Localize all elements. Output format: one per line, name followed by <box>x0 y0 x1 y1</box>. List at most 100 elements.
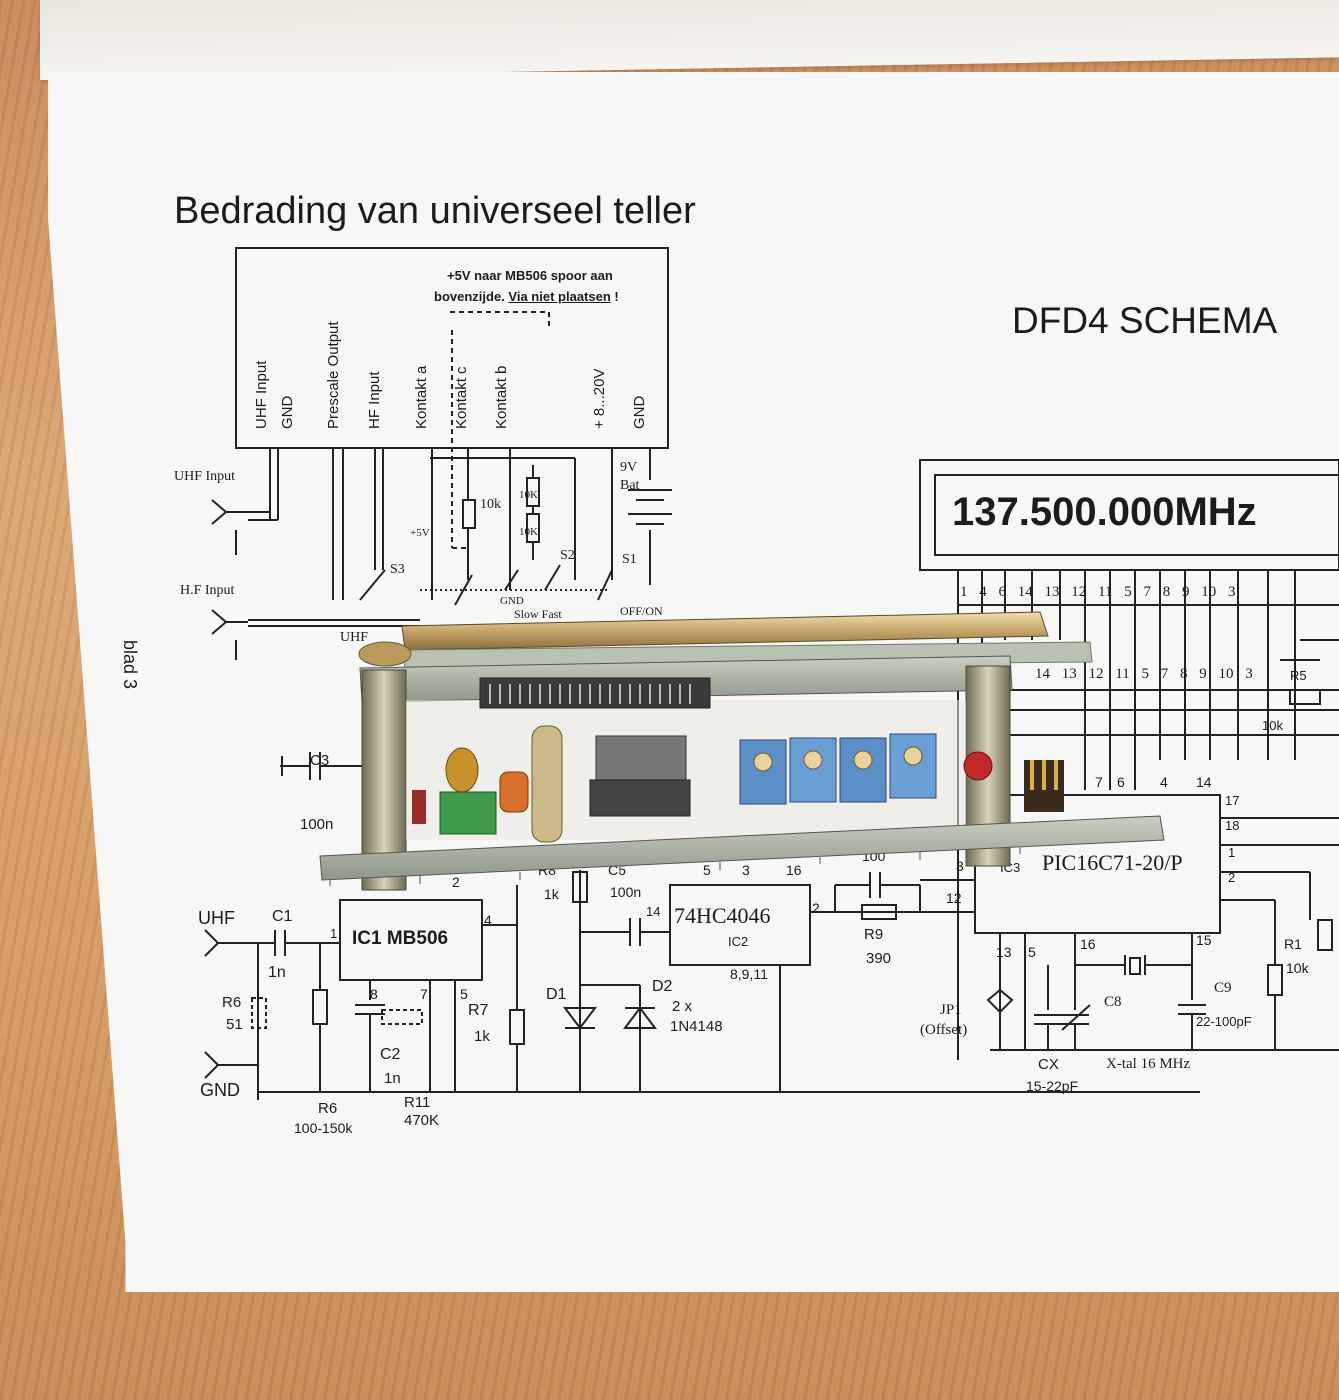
pin-label: 14 <box>646 904 661 919</box>
pin-label: 5 <box>460 986 468 1002</box>
pin: 5 <box>1141 666 1149 682</box>
pin: 3 <box>1227 584 1236 600</box>
d2-type: 1N4148 <box>670 1018 723 1035</box>
r6a-value: 51 <box>226 1016 243 1033</box>
r1-label: R1 <box>1284 936 1302 952</box>
c2-label: C2 <box>380 1046 401 1063</box>
schema-title: DFD4 SCHEMA <box>1012 300 1278 341</box>
c2-value: 1n <box>384 1070 401 1087</box>
pin: 10 <box>1201 584 1217 600</box>
c9-value: 22-100pF <box>1196 1014 1252 1029</box>
battery-9v-label: 9V <box>620 460 638 475</box>
pin-label: 7 <box>420 986 428 1002</box>
pin: 11 <box>1115 666 1130 682</box>
r5-label: R5 <box>1290 668 1307 683</box>
page-title: Bedrading van universeel teller <box>174 190 696 232</box>
c1-label: C1 <box>272 908 293 925</box>
pin-label: 4 <box>484 912 492 928</box>
uhf-label: UHF <box>198 908 235 928</box>
pin-label: 3 <box>956 858 964 874</box>
r10k-a-label: 10K <box>519 489 538 501</box>
display-frame <box>919 459 1339 571</box>
pin: 10 <box>1218 666 1234 682</box>
r1-value: 10k <box>1286 960 1309 976</box>
r10k-label: 10k <box>480 497 501 512</box>
c3-label: C3 <box>310 752 330 769</box>
s1-label: S1 <box>622 552 637 567</box>
d1-label: D1 <box>546 986 567 1003</box>
d2-label: D2 <box>652 978 673 995</box>
pin: 9 <box>1199 666 1207 682</box>
r9-label: R9 <box>864 926 884 943</box>
pin: 11 <box>1098 584 1113 600</box>
xtal-label: X-tal 16 MHz <box>1106 1056 1191 1072</box>
plus5v-label: +5V <box>410 527 430 539</box>
pin: 8 <box>1179 666 1188 682</box>
c9-label: C9 <box>1214 980 1232 996</box>
c3-value: 100n <box>300 816 334 833</box>
pin-label: 13 <box>996 944 1012 960</box>
pin-label: 14 <box>1196 774 1212 790</box>
pin: 6 <box>998 584 1007 600</box>
frequency-display: 137.500.000MHz <box>952 490 1257 534</box>
pin: 7 <box>1143 584 1151 600</box>
pin-label: 2 <box>452 874 460 890</box>
hf-input-label: H.F Input <box>180 583 235 598</box>
pin-label: 5 <box>1028 944 1036 960</box>
cx-label: CX <box>1038 1056 1059 1073</box>
pin-label: 1 <box>1228 845 1236 860</box>
gnd-switch-label: GND <box>500 595 524 607</box>
pin: 9 <box>1181 584 1190 600</box>
r9-value: 390 <box>866 950 892 967</box>
battery-bat-label: Bat <box>620 478 640 493</box>
pin: 3 <box>1245 666 1253 682</box>
note-line-2-underlined: Via niet plaatsen <box>508 289 611 304</box>
uhf-input-label: UHF Input <box>174 469 236 484</box>
r8-value: 1k <box>544 886 559 902</box>
c1-value: 1n <box>268 964 286 981</box>
s3-label: S3 <box>390 562 405 577</box>
pin: 12 <box>1071 584 1087 600</box>
ic2-box <box>669 884 811 966</box>
off-on-label: OFF/ON <box>620 604 663 618</box>
gnd-label: GND <box>200 1080 240 1100</box>
r6b-value: 100-150k <box>294 1120 353 1136</box>
pin: 4 <box>979 584 987 600</box>
pin-row-2: 14 13 12 11 5 7 8 9 10 3 <box>1035 666 1253 683</box>
pin: 12 <box>1088 666 1104 682</box>
cx-value: 15-22pF <box>1026 1078 1079 1094</box>
c8-label: C8 <box>1104 994 1122 1010</box>
pin: 13 <box>1061 666 1077 682</box>
ic1-box <box>339 899 483 981</box>
pin: 14 <box>1017 584 1033 600</box>
note-line-2: bovenzijde. Via niet plaatsen ! <box>434 289 619 304</box>
ic2-designator: IC2 <box>728 934 749 949</box>
ic3-label: PIC16C71-20/P <box>1042 850 1183 875</box>
pin-label: 6 <box>1117 774 1125 790</box>
r6a-label: R6 <box>222 994 242 1011</box>
uhf-short-label: UHF <box>340 630 369 645</box>
ic2-label: 74HC4046 <box>674 903 771 928</box>
pin-label: 15 <box>1196 932 1212 948</box>
note-line-2-end: ! <box>614 289 619 304</box>
pin-label: 8 <box>370 986 378 1002</box>
pin-label: 17 <box>1225 793 1240 808</box>
r5-value: 10k <box>1262 718 1283 733</box>
r11-value: 470K <box>404 1112 440 1129</box>
pin-row-1: 1 4 6 14 13 12 11 5 7 8 9 10 3 <box>960 584 1235 601</box>
slow-fast-label: Slow Fast <box>514 607 562 621</box>
pin: 14 <box>1035 666 1050 682</box>
pin-label: 16 <box>786 862 802 878</box>
pin-label: 2 <box>1228 870 1236 885</box>
pin-label: 7 <box>1095 774 1103 790</box>
pin: 13 <box>1044 584 1060 600</box>
ic2-gnd-pins: 8,9,11 <box>730 966 768 982</box>
r6b-label: R6 <box>318 1100 338 1117</box>
r7-label: R7 <box>468 1002 489 1019</box>
r10k-b-label: 10K <box>519 526 538 538</box>
jp1-label: JP1 <box>940 1002 962 1018</box>
note-line-2-start: bovenzijde. <box>434 289 505 304</box>
pin: 7 <box>1160 666 1169 682</box>
d2-count: 2 x <box>672 998 693 1015</box>
